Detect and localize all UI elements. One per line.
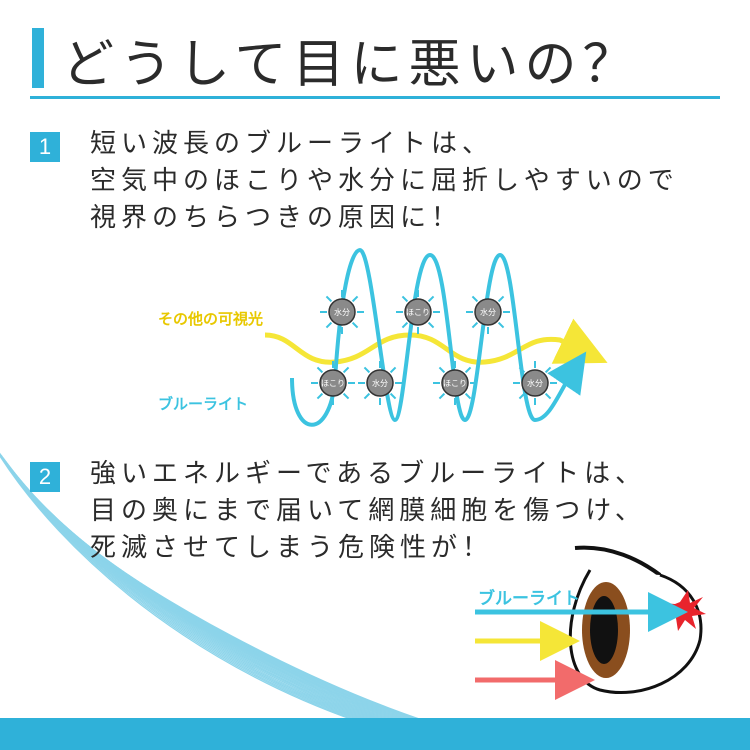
other-light-wave: [264, 318, 608, 365]
particle-label: 水分: [334, 307, 350, 317]
particle-label: ほこり: [443, 379, 467, 388]
eyeball-outline: [568, 569, 703, 695]
section-1-text: 短い波長のブルーライトは、 空気中のほこりや水分に屈折しやすいので 視界のちらつ…: [90, 126, 679, 237]
scatter-ray: [471, 321, 479, 329]
particle-circle: [404, 298, 432, 326]
scatter-ray: [438, 366, 446, 374]
scatter-ray: [401, 321, 409, 329]
section-2-line: 死滅させてしまう危険性が！: [90, 533, 494, 563]
particle-label: 水分: [480, 307, 496, 317]
blue-light-label: ブルーライト: [158, 395, 248, 413]
scatter-ray: [325, 295, 333, 303]
retina-damage-burst: [662, 590, 706, 631]
title-accent-bar: [32, 28, 44, 88]
scatter-ray: [427, 295, 435, 303]
blue-light-wave: [290, 247, 587, 427]
section-2-line: 目の奥にまで届いて網膜細胞を傷つけ、: [90, 496, 646, 526]
pupil: [590, 596, 618, 664]
particle-circle: [474, 298, 502, 326]
bottom-accent-band: [0, 718, 750, 750]
scatter-ray: [351, 321, 359, 329]
scatter-ray: [471, 295, 479, 303]
scatter-ray: [464, 392, 472, 400]
section-1-line: 視界のちらつきの原因に！: [90, 203, 463, 233]
scatter-ray: [342, 392, 350, 400]
scatter-ray: [497, 295, 505, 303]
page-title: どうして目に悪いの？: [62, 35, 641, 95]
scatter-ray: [518, 392, 526, 400]
scatter-ray: [316, 392, 324, 400]
section-2-text: 強いエネルギーであるブルーライトは、 目の奥にまで届いて網膜細胞を傷つけ、 死滅…: [90, 456, 646, 567]
particle: ほこり: [311, 361, 355, 405]
scatter-ray: [544, 392, 552, 400]
iris: [582, 582, 630, 678]
particle: 水分: [513, 361, 557, 405]
particle-label: ほこり: [406, 308, 430, 317]
scatter-ray: [497, 321, 505, 329]
particle: 水分: [358, 361, 402, 405]
particle-label: ほこり: [321, 379, 345, 388]
particle-circle: [441, 369, 469, 397]
scatter-ray: [389, 366, 397, 374]
section-2-line: 強いエネルギーであるブルーライトは、: [90, 459, 647, 489]
scatter-ray: [389, 392, 397, 400]
scatter-ray: [518, 366, 526, 374]
particle: 水分: [320, 290, 364, 334]
scatter-ray: [544, 366, 552, 374]
particle-circle: [521, 369, 549, 397]
scatter-ray: [438, 392, 446, 400]
particle: 水分: [466, 290, 510, 334]
scatter-ray: [427, 321, 435, 329]
eye-blue-light-label: ブルーライト: [478, 588, 580, 609]
scatter-ray: [342, 366, 350, 374]
scatter-ray: [363, 392, 371, 400]
scatter-ray: [325, 321, 333, 329]
section-number-badge: 2: [30, 462, 60, 492]
scatter-ray: [464, 366, 472, 374]
section-number-badge: 1: [30, 132, 60, 162]
section-1-line: 空気中のほこりや水分に屈折しやすいので: [90, 166, 679, 196]
particle-circle: [366, 369, 394, 397]
scatter-ray: [316, 366, 324, 374]
particle: ほこり: [396, 290, 440, 334]
other-light-label: その他の可視光: [158, 310, 263, 328]
scatter-ray: [363, 366, 371, 374]
scatter-ray: [351, 295, 359, 303]
particle: ほこり: [433, 361, 477, 405]
particle-label: 水分: [372, 378, 388, 388]
particle-circle: [328, 298, 356, 326]
particle-label: 水分: [527, 378, 543, 388]
scatter-ray: [401, 295, 409, 303]
section-1-line: 短い波長のブルーライトは、: [90, 129, 494, 159]
title-underline: [30, 96, 720, 99]
particle-circle: [319, 369, 347, 397]
